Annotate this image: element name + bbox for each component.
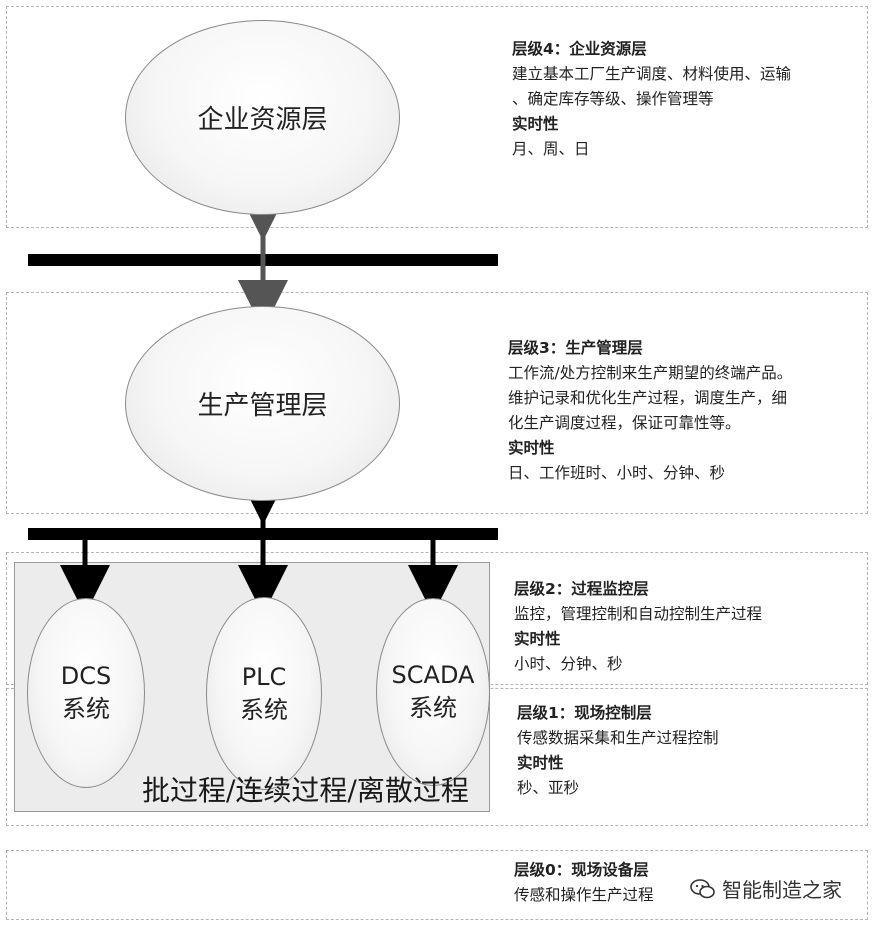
level0-title: 层级0：现场设备层 — [514, 861, 649, 879]
level4-frame — [6, 6, 868, 228]
dcs-label-line1: DCS — [60, 662, 112, 690]
level0-frame — [6, 850, 868, 920]
erp-layer-label: 企业资源层 — [197, 105, 328, 135]
plc-system-node: PLC 系统 — [206, 597, 322, 790]
watermark-text: 智能制造之家 — [722, 878, 842, 902]
level4-realtime-label: 实时性 — [512, 115, 559, 133]
level3-desc-line3: 化生产调度过程，保证可靠性等。 — [508, 414, 741, 432]
level2-realtime-label: 实时性 — [514, 630, 561, 648]
level4-desc-line1: 建立基本工厂生产调度、材料使用、运输 — [512, 65, 792, 83]
erp-layer-node: 企业资源层 — [125, 20, 400, 215]
scada-label-line1: SCADA — [391, 661, 475, 689]
level2-title: 层级2：过程监控层 — [514, 580, 649, 598]
level4-text: 层级4：企业资源层 建立基本工厂生产调度、材料使用、运输 、确定库存等级、操作管… — [512, 37, 791, 162]
level3-realtime-label: 实时性 — [508, 439, 555, 457]
wechat-icon — [690, 878, 715, 898]
level1-text: 层级1：现场控制层 传感数据采集和生产过程控制 实时性 秒、亚秒 — [517, 701, 719, 801]
level1-realtime-label: 实时性 — [517, 754, 564, 772]
mes-layer-node: 生产管理层 — [125, 306, 400, 501]
process-types-label: 批过程/连续过程/离散过程 — [142, 774, 469, 807]
dcs-label-line2: 系统 — [62, 695, 110, 723]
level3-text: 层级3：生产管理层 工作流/处方控制来生产期望的终端产品。 维护记录和优化生产过… — [508, 336, 792, 486]
plc-label-line1: PLC — [241, 662, 287, 691]
dcs-system-node: DCS 系统 — [27, 598, 145, 788]
level3-title: 层级3：生产管理层 — [508, 339, 643, 357]
level3-realtime-value: 日、工作班时、小时、分钟、秒 — [508, 464, 726, 482]
level3-frame — [6, 292, 868, 514]
level3-desc-line1: 工作流/处方控制来生产期望的终端产品。 — [508, 364, 793, 382]
level1-desc-line1: 传感数据采集和生产过程控制 — [517, 729, 719, 747]
mes-layer-label: 生产管理层 — [197, 391, 328, 421]
level4-realtime-value: 月、周、日 — [512, 140, 590, 158]
level1-title: 层级1：现场控制层 — [517, 704, 652, 722]
level3-desc-line2: 维护记录和优化生产过程，调度生产，细 — [508, 389, 788, 407]
watermark: 智能制造之家 — [690, 874, 842, 903]
level0-text: 层级0：现场设备层 传感和操作生产过程 — [514, 858, 654, 908]
scada-system-node: SCADA 系统 — [376, 598, 490, 786]
level2-realtime-value: 小时、分钟、秒 — [514, 655, 623, 673]
level4-desc-line2: 、确定库存等级、操作管理等 — [512, 90, 714, 108]
plc-label-line2: 系统 — [240, 695, 288, 724]
level1-realtime-value: 秒、亚秒 — [517, 779, 580, 797]
level2-desc-line1: 监控，管理控制和自动控制生产过程 — [514, 605, 763, 623]
scada-label-line2: 系统 — [409, 694, 457, 722]
level0-desc-line1: 传感和操作生产过程 — [514, 886, 654, 904]
level2-text: 层级2：过程监控层 监控，管理控制和自动控制生产过程 实时性 小时、分钟、秒 — [514, 577, 762, 677]
level4-title: 层级4：企业资源层 — [512, 40, 647, 58]
